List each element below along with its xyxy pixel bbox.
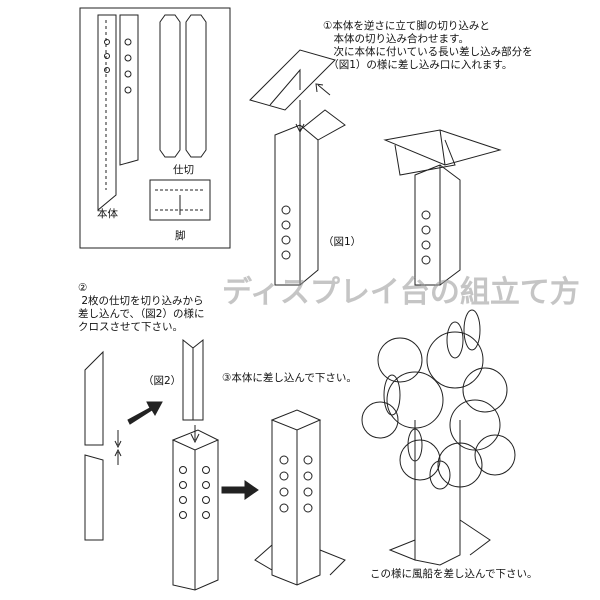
step3-text: ③本体に差し込んで下さい。 (222, 372, 357, 384)
arrow-icon (127, 401, 163, 425)
label-divider: 仕切 (173, 164, 194, 176)
figure3-body (254, 409, 346, 586)
figure1-label: （図1） (323, 236, 362, 248)
final-caption: この様に風船を差し込んで下さい。 (370, 568, 538, 580)
step1-line: ①本体を逆さに立て脚の切り込みと (323, 20, 490, 32)
parts-box (79, 7, 231, 249)
step1-line: 本体の切り込み合わせます。 (323, 33, 469, 45)
step1-line: 次に本体に付いている長い差し込み部分を (323, 46, 533, 58)
figure2-parts (84, 338, 220, 591)
step2-line: 2枚の仕切を切り込みから (78, 295, 204, 307)
figure2-label: （図2） (143, 375, 182, 387)
figure1-step (249, 49, 346, 286)
figure1-result (383, 129, 502, 286)
label-leg: 脚 (175, 230, 186, 242)
label-body: 本体 (97, 208, 118, 220)
step1-text: ①本体を逆さに立て脚の切り込みと 本体の切り込み合わせます。 次に本体に付いてい… (323, 20, 533, 72)
balloon-display (361, 309, 516, 566)
step2-line: クロスさせて下さい。 (78, 321, 183, 333)
leg-part (149, 179, 211, 221)
step2-text: 2枚の仕切を切り込みから 差し込んで、（図2）の様に クロスさせて下さい。 (78, 295, 205, 334)
divider-parts (159, 14, 207, 158)
arrow-icon (221, 480, 259, 500)
step2-line: 差し込んで、（図2）の様に (78, 308, 205, 320)
title-watermark: ディスプレイ台の組立て方 (222, 275, 580, 310)
step1-line: （図1）の様に差し込み口に入れます。 (323, 59, 513, 71)
step2-number: ② (78, 282, 88, 294)
body-part (97, 14, 139, 212)
